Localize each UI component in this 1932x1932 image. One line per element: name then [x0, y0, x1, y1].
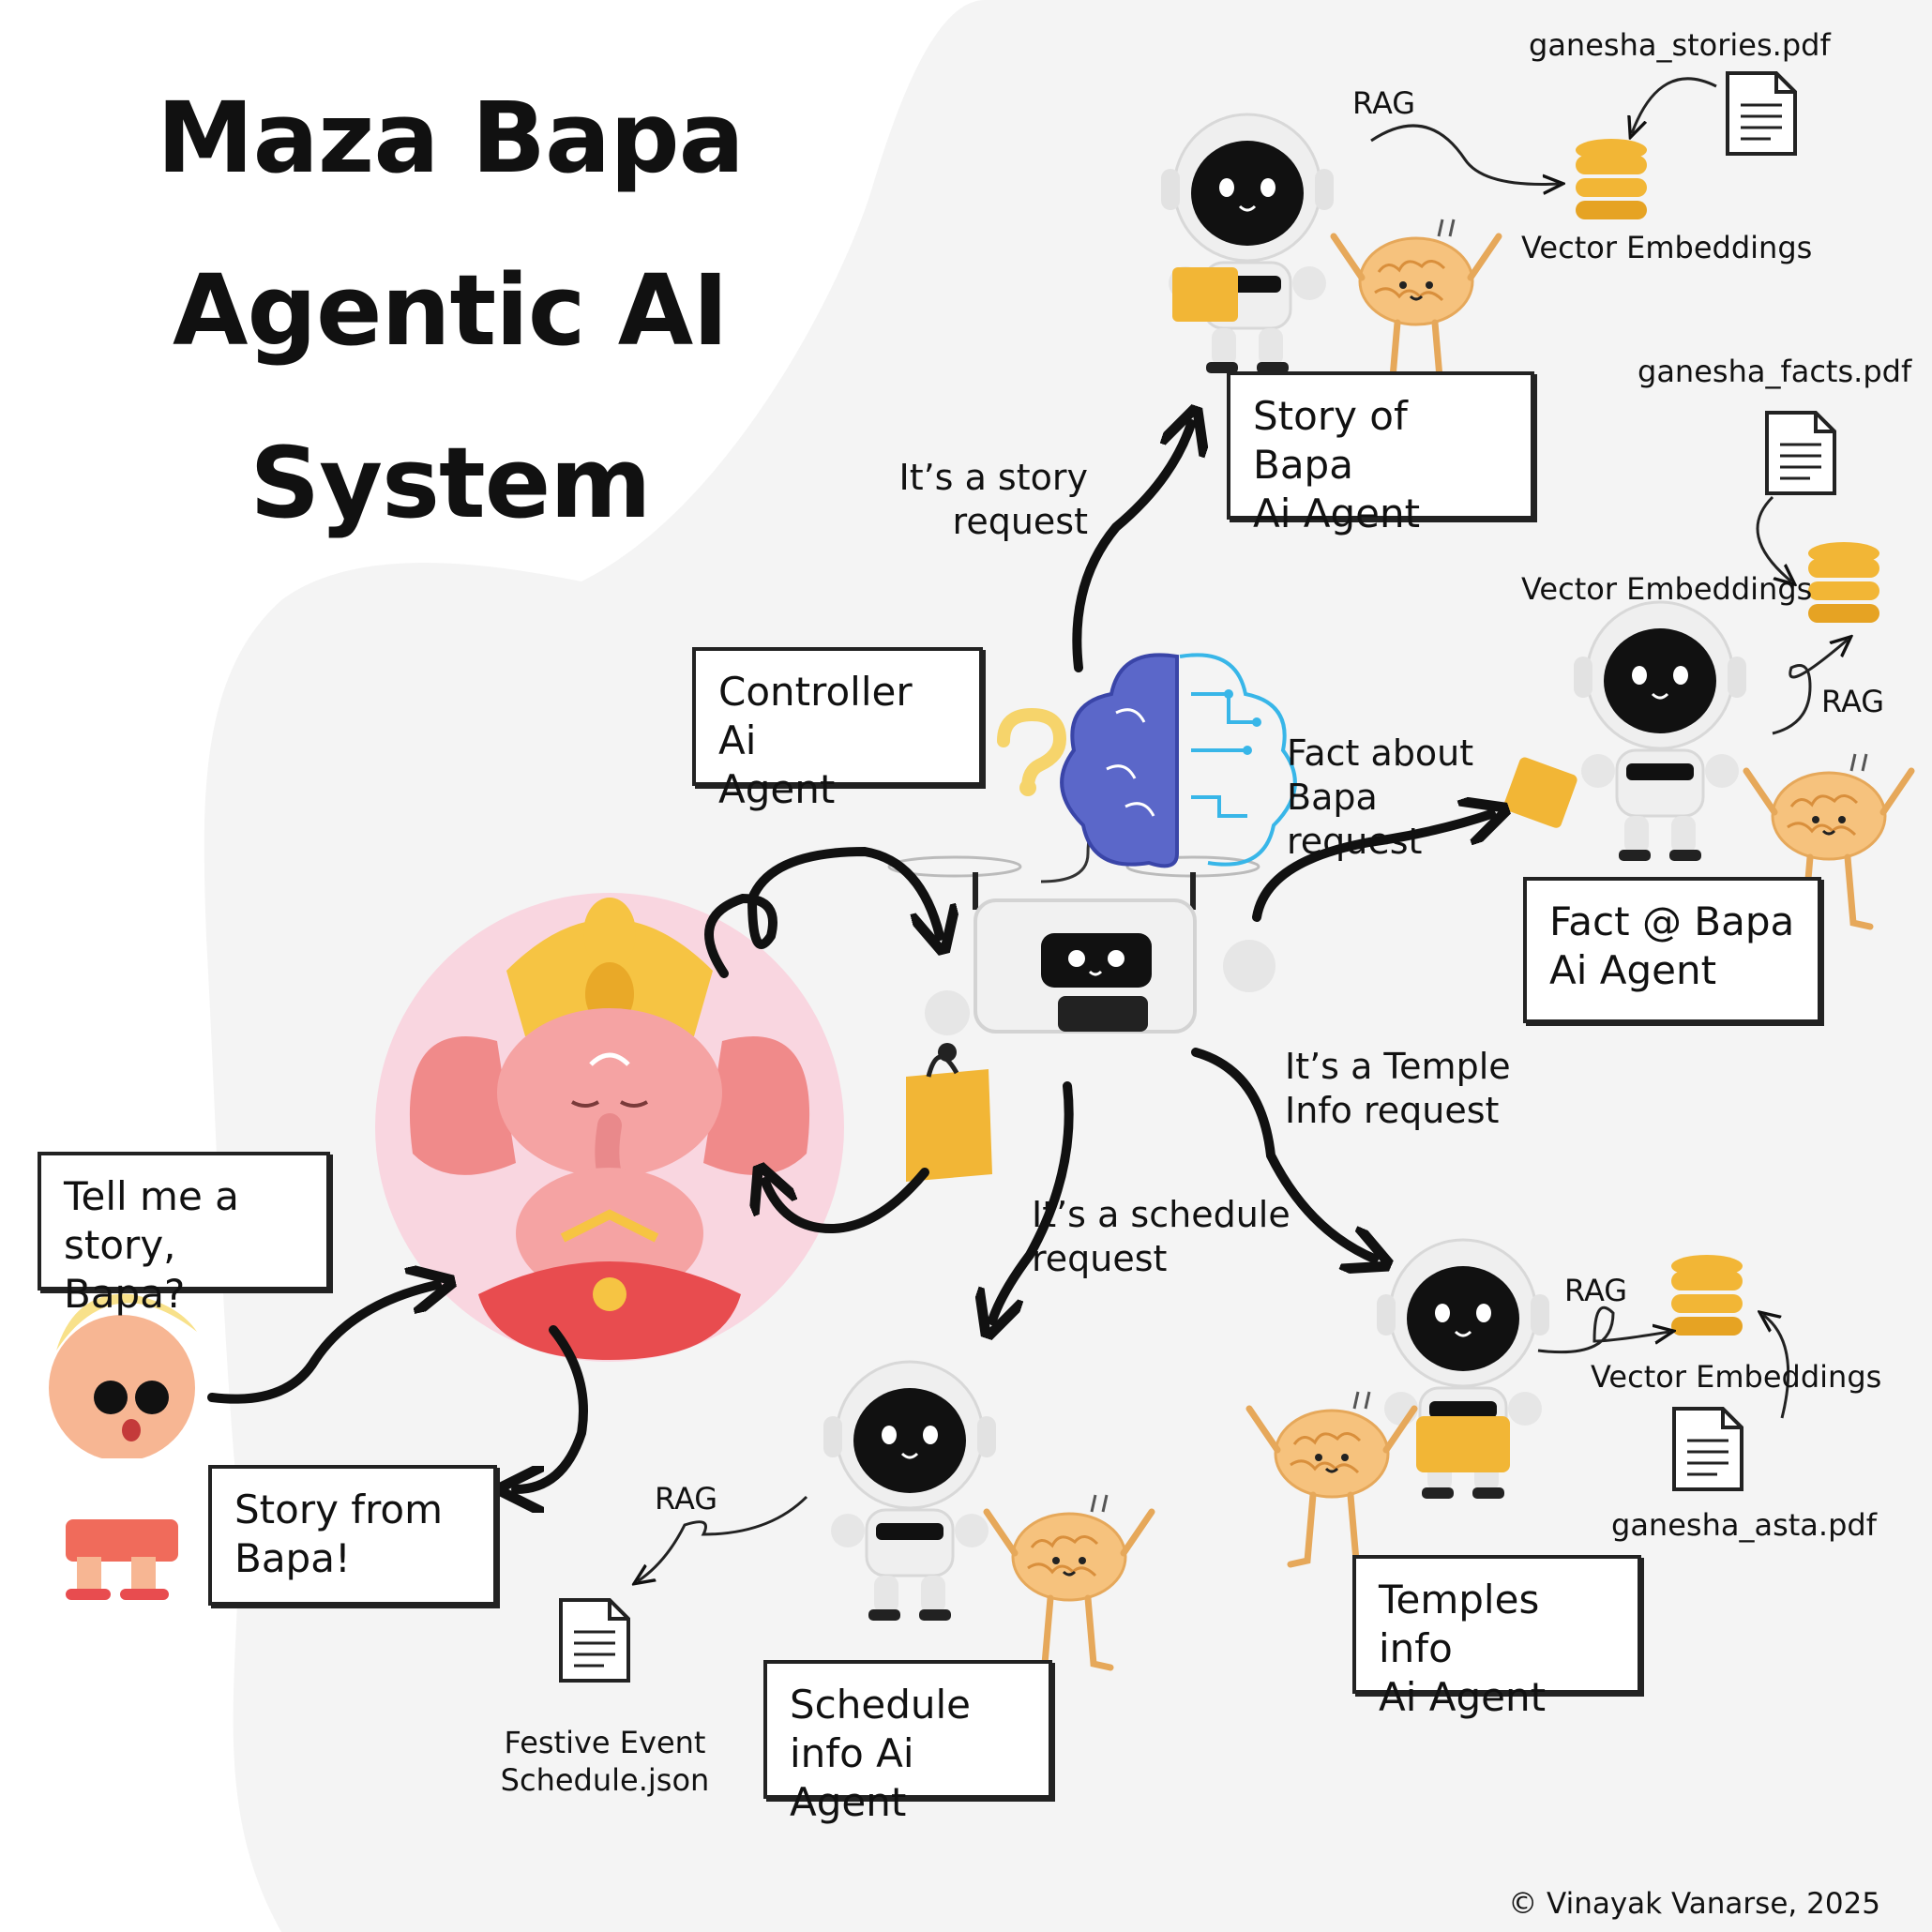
arrow-ganesha-to-story-reply — [516, 1325, 588, 1489]
title-line-2: Agentic AI — [173, 253, 729, 368]
document-icon — [1765, 411, 1836, 495]
controller-agent-box: Controller Ai Agent — [692, 647, 983, 812]
flow-arrows — [207, 424, 1491, 1489]
story-robot-package-icon — [1172, 267, 1238, 322]
arrow-to-temples-agent — [1191, 1048, 1374, 1259]
story-pdf-label: ganesha_stories.pdf — [1529, 27, 1831, 63]
fact-rag-label: RAG — [1821, 684, 1885, 719]
arrow-to-schedule-agent — [992, 1081, 1074, 1321]
database-icon — [1808, 542, 1879, 623]
diagram-title: Maza Bapa Agentic AI System — [94, 52, 807, 569]
story-vector-label: Vector Embeddings — [1521, 230, 1813, 265]
story-rag-label: RAG — [1352, 85, 1416, 121]
story-agent-box: Story of Bapa Ai Agent — [1227, 371, 1534, 536]
temples-robot-package-icon — [1416, 1416, 1510, 1472]
story-reply-box: Story from Bapa! — [208, 1465, 497, 1606]
title-line-3: System — [249, 426, 651, 540]
copyright-footer: © Vinayak Vanarse, 2025 — [1508, 1887, 1880, 1921]
title-line-1: Maza Bapa — [157, 81, 745, 195]
temple-request-label: It’s a Temple Info request — [1285, 1046, 1511, 1131]
document-icon — [1726, 71, 1797, 156]
facts-pdf-label: ganesha_facts.pdf — [1638, 354, 1912, 389]
rag-connectors — [638, 77, 1848, 1581]
temple-vector-label: Vector Embeddings — [1591, 1359, 1882, 1395]
arrow-ganesha-to-controller — [704, 846, 940, 978]
schedule-rag-label: RAG — [655, 1481, 718, 1517]
database-icon — [1671, 1255, 1743, 1336]
document-icon — [559, 1598, 630, 1683]
database-icon — [1576, 139, 1647, 219]
ganesha-icon — [375, 893, 844, 1362]
fact-request-label: Fact about Bapa request — [1287, 732, 1474, 862]
document-icon — [1672, 1407, 1743, 1491]
fact-robot-package-icon — [1503, 757, 1577, 828]
shopping-bag-icon — [906, 1043, 992, 1182]
schedule-request-label: It’s a schedule request — [1032, 1194, 1291, 1279]
child-icon — [49, 1293, 197, 1600]
arrow-controller-to-ganesha — [765, 1172, 929, 1234]
fact-vector-label: Vector Embeddings — [1521, 571, 1813, 607]
arrow-child-to-ganesha — [207, 1285, 437, 1404]
question-mark-icon — [997, 707, 1067, 796]
ai-brain-circuit-icon — [1060, 653, 1297, 868]
schedule-json-label: Festive Event Schedule.json — [500, 1725, 710, 1798]
temple-rag-label: RAG — [1564, 1273, 1628, 1308]
story-request-label: It’s a story request — [898, 457, 1089, 542]
schedule-agent-box: Schedule info Ai Agent — [763, 1660, 1052, 1825]
controller-drone-robot-icon — [887, 813, 1275, 1035]
temples-agent-box: Temples info Ai Agent — [1352, 1555, 1641, 1720]
fact-agent-box: Fact @ Bapa Ai Agent — [1523, 877, 1821, 1023]
user-question-box: Tell me a story, Bapa? — [38, 1152, 330, 1317]
asta-pdf-label: ganesha_asta.pdf — [1611, 1507, 1877, 1543]
arrow-to-fact-agent — [1252, 814, 1491, 922]
arrow-to-story-agent — [1072, 424, 1191, 672]
